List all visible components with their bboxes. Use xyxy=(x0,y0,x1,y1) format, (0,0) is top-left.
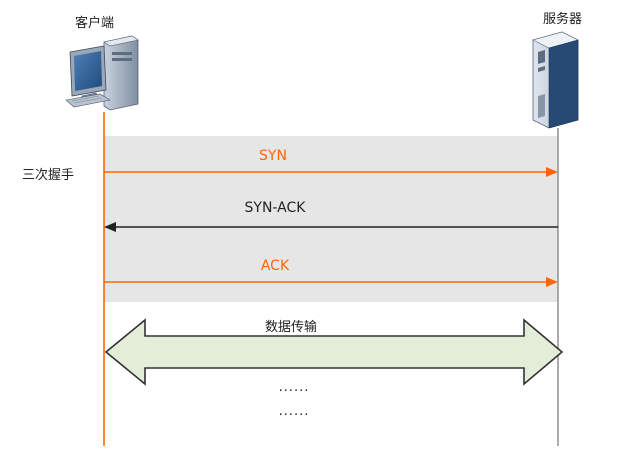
handshake-band xyxy=(104,136,558,302)
syn-label: SYN xyxy=(259,148,287,164)
syn-ack-label: SYN-ACK xyxy=(244,200,306,216)
syn-ack-arrow xyxy=(104,222,558,232)
data-transfer-label: 数据传输 xyxy=(265,320,318,335)
syn-arrow xyxy=(104,167,558,177)
ellipsis-line-2: ...... xyxy=(278,404,310,419)
client-label: 客户端 xyxy=(75,16,115,31)
handshake-label: 三次握手 xyxy=(22,168,75,183)
ack-arrow xyxy=(104,277,558,287)
server-icon xyxy=(532,31,579,129)
server-label: 服务器 xyxy=(543,12,583,27)
ellipsis-line-1: ...... xyxy=(278,380,310,395)
client-computer-icon xyxy=(65,35,139,111)
data-transfer-double-arrow xyxy=(104,318,564,386)
ack-label: ACK xyxy=(260,258,290,274)
